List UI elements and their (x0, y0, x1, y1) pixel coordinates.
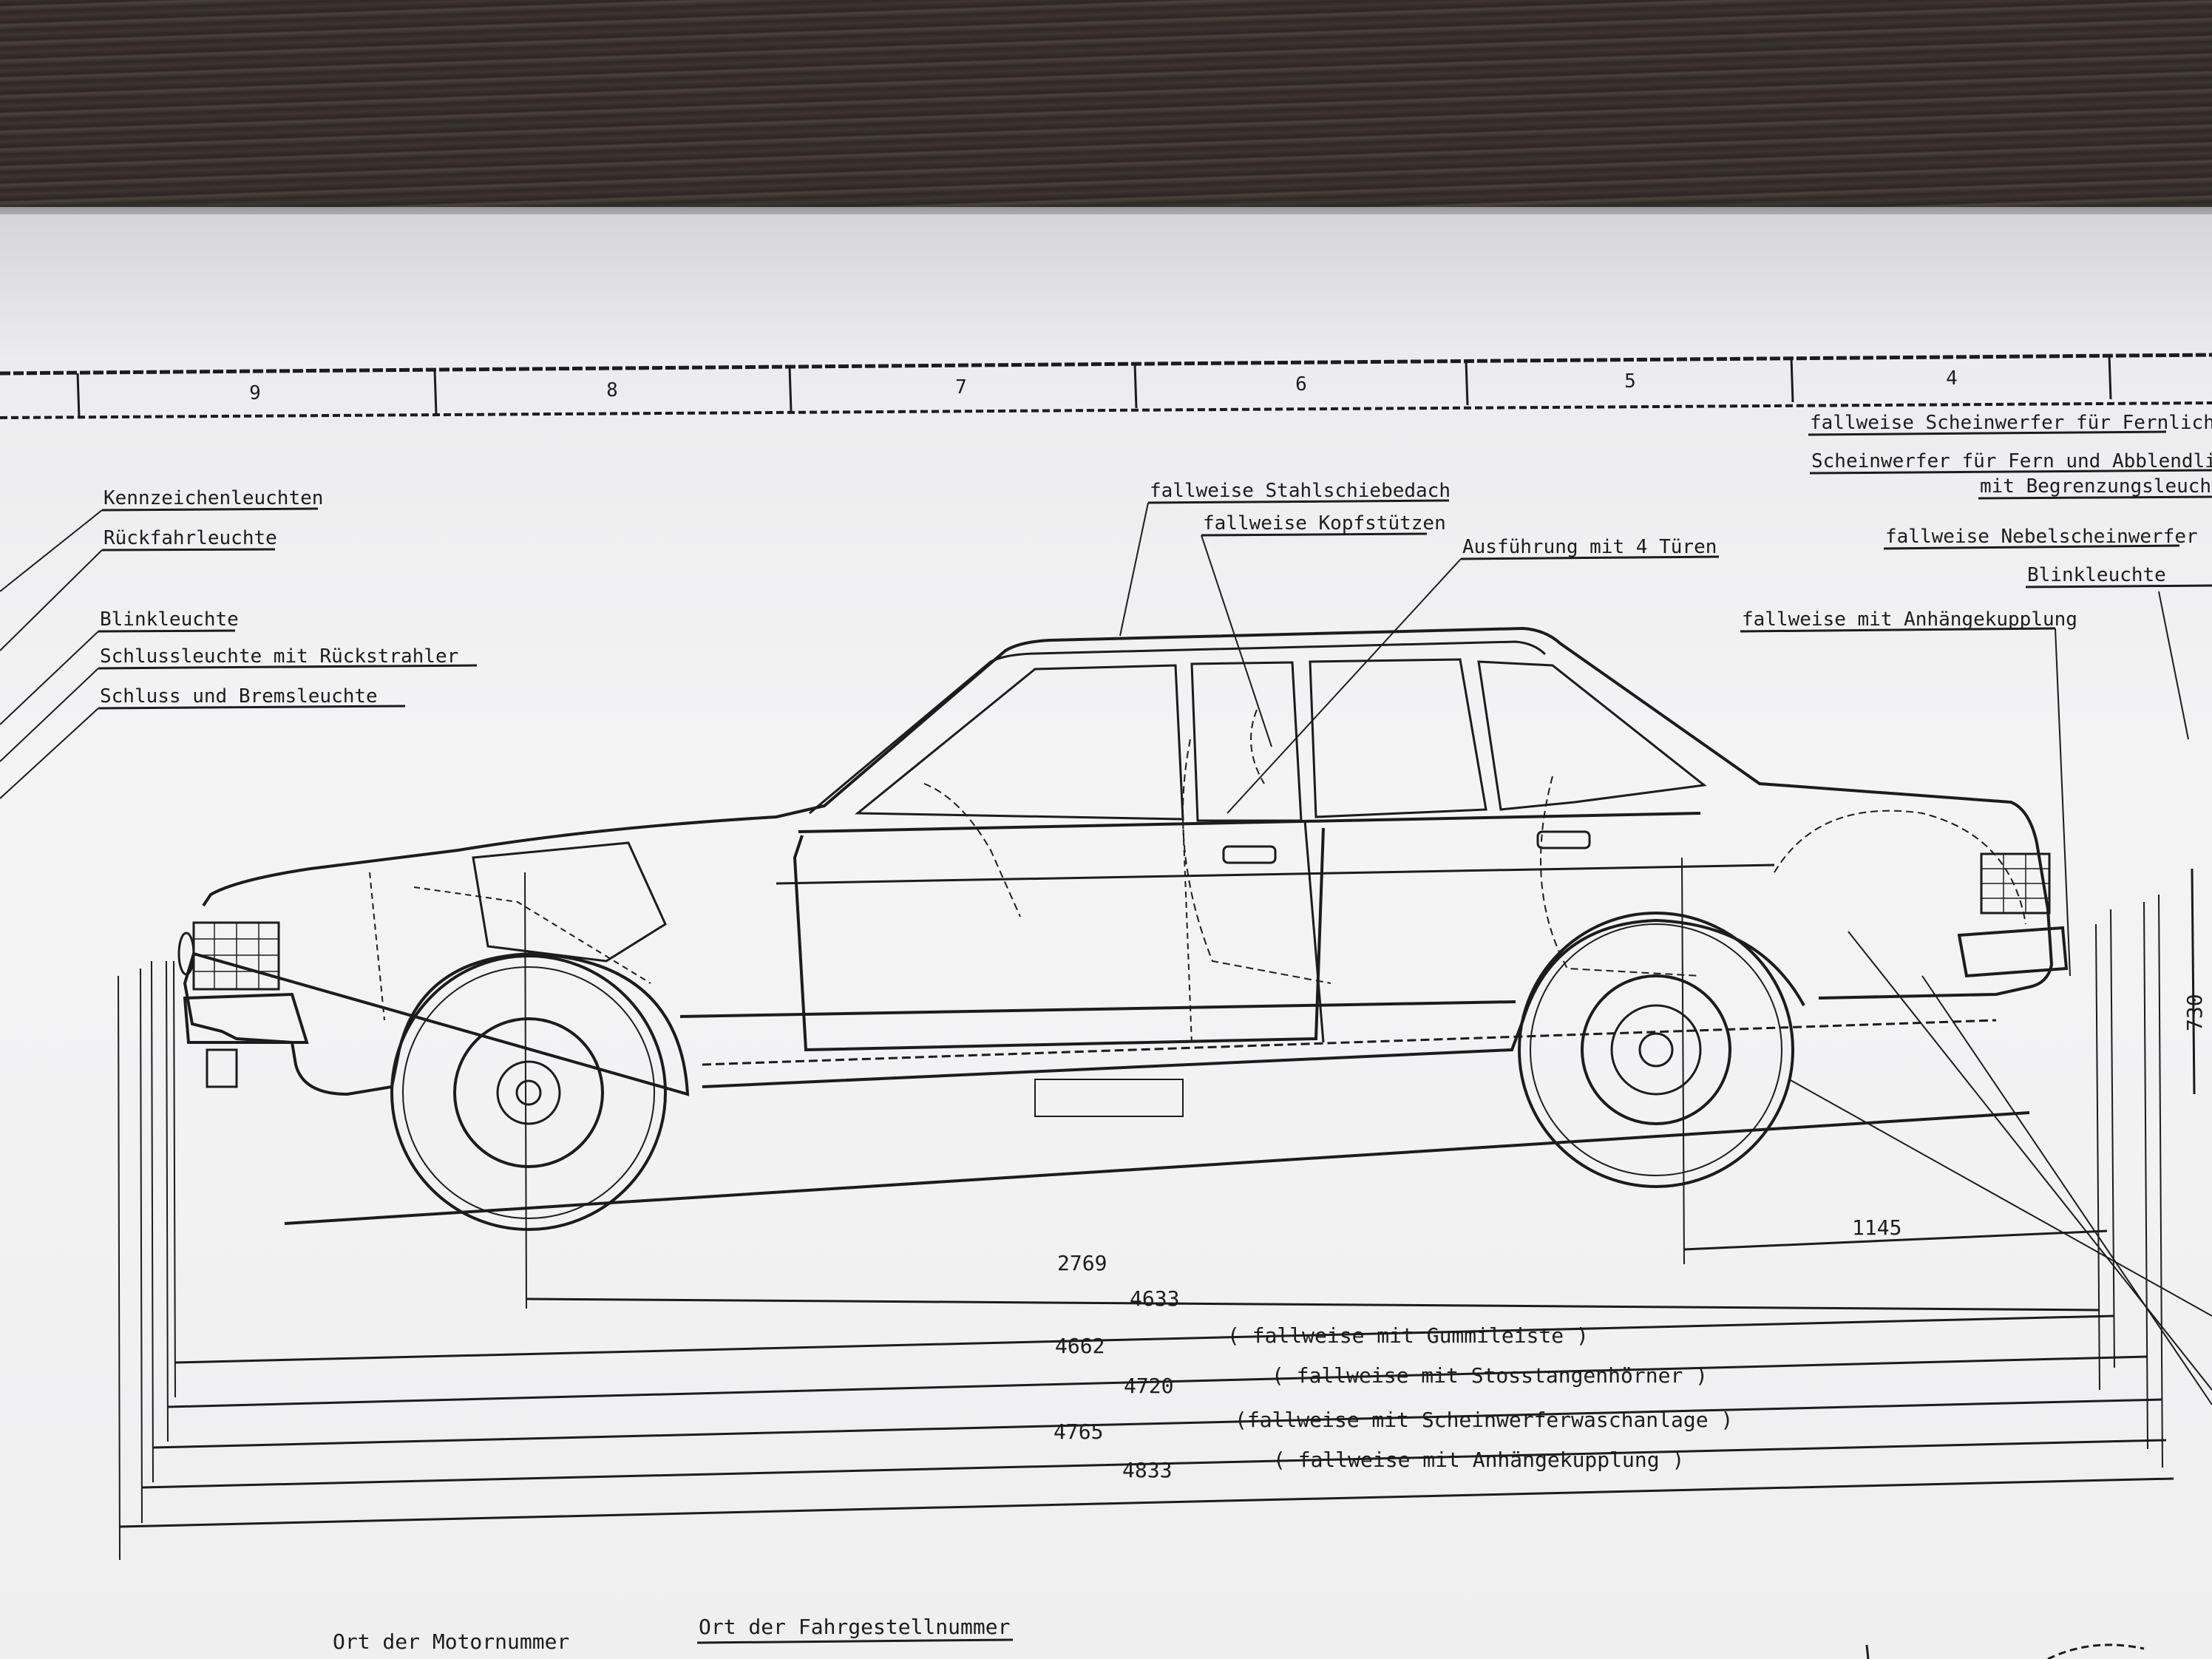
label-scheinwerfer-fern-abblend: Scheinwerfer für Fern und Abblendlicht (1811, 450, 2212, 472)
label-anhaengekupplung: fallweise mit Anhängekupplung (1742, 608, 2077, 631)
front-wheel (390, 954, 667, 1231)
grid-number-9: 9 (249, 382, 261, 404)
headlight-grid (194, 923, 279, 989)
grid-header (0, 353, 2212, 419)
label-schluss-bremsleuchte: Schluss und Bremsleuchte (100, 685, 378, 708)
label-ort-fahrgestellnummer: Ort der Fahrgestellnummer (699, 1615, 1010, 1639)
taillight-grid (1981, 854, 2049, 913)
rear-wheel (1518, 912, 1794, 1188)
grid-number-4: 4 (1946, 367, 1958, 390)
label-stahlschiebedach: fallweise Stahlschiebedach (1150, 480, 1451, 502)
label-ausfuehrung-4-tueren: Ausführung mit 4 Türen (1462, 536, 1717, 558)
bottom-labels: Ort der Motornummer Ort der Fahrgestelln… (333, 1615, 2145, 1659)
extension-lines (118, 894, 2163, 1561)
right-labels: fallweise Scheinwerfer für Fernlicht Sch… (1740, 412, 2212, 1405)
drawing-sheet (0, 214, 2212, 1659)
label-ort-motornummer: Ort der Motornummer (333, 1629, 569, 1654)
label-blinkleuchte-front: Blinkleuchte (2027, 564, 2166, 586)
grid-number-6: 6 (1295, 373, 1307, 396)
note-gummileiste: ( fallweise mit Gummileiste ) (1227, 1323, 1589, 1348)
grid-number-8: 8 (606, 379, 618, 401)
dim-wheelbase: 2769 (1057, 1251, 1107, 1275)
dim-length-4833: 4833 (1122, 1458, 1172, 1482)
dim-length-4765: 4765 (1054, 1419, 1103, 1444)
dim-length-4720: 4720 (1124, 1374, 1173, 1398)
label-schlussleuchte: Schlussleuchte mit Rückstrahler (100, 645, 458, 668)
car-side-view (177, 626, 2069, 1309)
note-anhaengekupplung: ( fallweise mit Anhängekupplung ) (1273, 1448, 1684, 1472)
label-blinkleuchte-rear: Blinkleuchte (100, 608, 239, 631)
ground-line (284, 1111, 2030, 1225)
left-labels: Kennzeichenleuchten Rückfahrleuchte Blin… (0, 487, 478, 799)
dim-height-rear: 730 (2182, 994, 2207, 1031)
note-stosstangenhoerner: ( fallweise mit Stosstangenhörner ) (1272, 1363, 1708, 1388)
label-scheinwerfer-fernlicht: fallweise Scheinwerfer für Fernlicht (1810, 412, 2212, 434)
dim-length-4633: 4633 (1130, 1286, 1179, 1311)
dim-front-overhang: 1145 (1852, 1215, 1901, 1240)
top-labels: fallweise Stahlschiebedach fallweise Kop… (1119, 480, 1720, 814)
label-rueckfahrleuchte: Rückfahrleuchte (104, 527, 277, 549)
dim-length-4662: 4662 (1055, 1334, 1105, 1358)
dimension-lines (119, 868, 2196, 1528)
grid-number-7: 7 (955, 376, 967, 398)
label-kopfstuetzen: fallweise Kopfstützen (1203, 512, 1446, 535)
note-scheinwerferwaschanlage: (fallweise mit Scheinwerferwaschanlage ) (1235, 1408, 1733, 1432)
dimension-values: 2769 1145 730 4633 4662 ( fallweise mit … (1054, 994, 2207, 1482)
grid-numbers: 9 8 7 6 5 4 (249, 367, 1958, 404)
label-kennzeichenleuchten: Kennzeichenleuchten (104, 487, 323, 509)
wooden-table-background (0, 0, 2212, 222)
label-nebelscheinwerfer: fallweise Nebelscheinwerfer (1885, 526, 2198, 548)
label-begrenzungsleuchten: mit Begrenzungsleuchten (1980, 475, 2212, 498)
grid-number-5: 5 (1624, 370, 1636, 393)
